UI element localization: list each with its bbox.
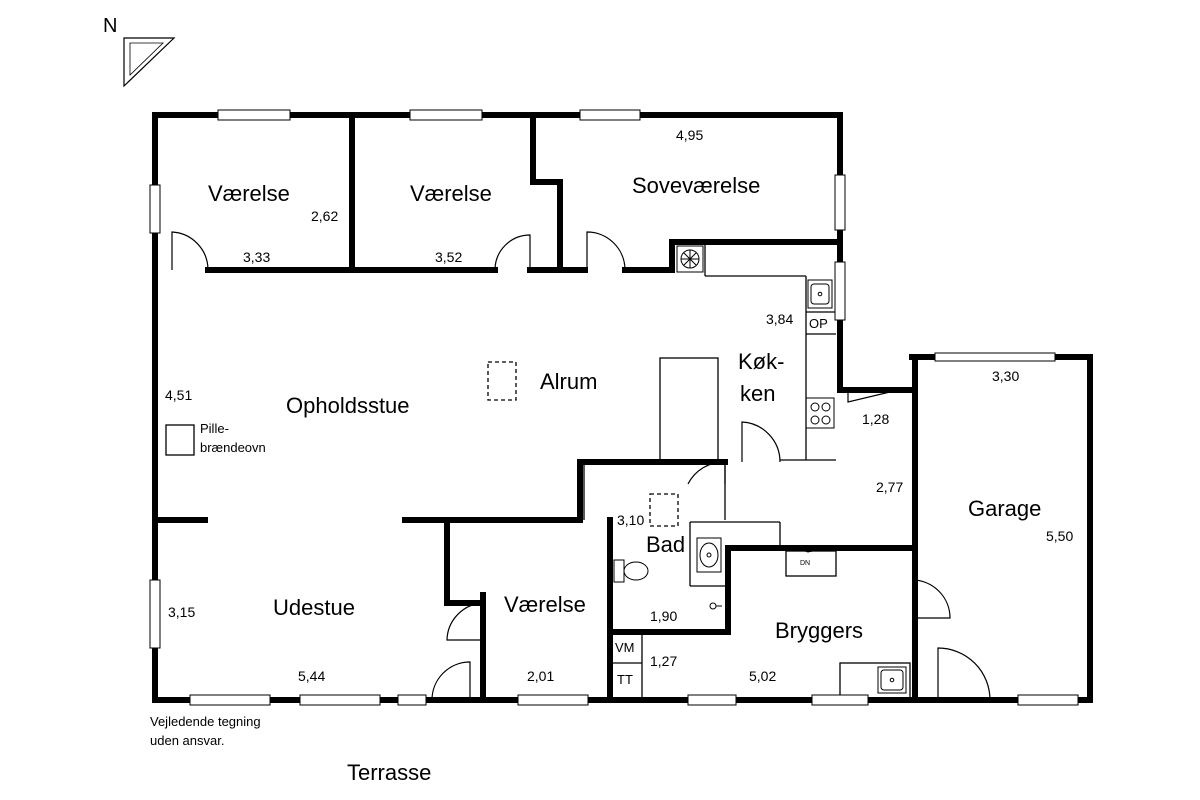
room-label-opholdsstue: Opholdsstue [286,393,410,418]
fixture-label-tt: TT [617,672,633,687]
room-label-alrum: Alrum [540,369,597,394]
fixture-label-pille-2: brændeovn [200,440,266,455]
dim-3-52: 3,52 [435,249,462,265]
room-label-garage: Garage [968,496,1041,521]
terrace-label: Terrasse [347,760,431,785]
dim-2-77: 2,77 [876,479,903,495]
bathroom-fixtures [613,537,722,610]
disclaimer-line-2: uden ansvar. [150,733,224,748]
dim-5-44: 5,44 [298,668,325,684]
disclaimer-line-1: Vejledende tegning [150,714,261,729]
dim-4-51: 4,51 [165,387,192,403]
north-label: N [103,15,117,37]
room-label-sovevaerelse: Soveværelse [632,173,760,198]
utility-fixtures [795,547,907,694]
room-label-bad: Bad [646,532,685,557]
north-arrow [123,37,176,88]
fixture-label-dn: DN [800,560,810,567]
room-label-koekken-2: ken [740,381,775,406]
dim-3-10: 3,10 [617,512,644,528]
dim-4-95: 4,95 [676,127,703,143]
room-label-vaerelse-2: Værelse [410,181,492,206]
windows [149,109,1079,706]
room-label-koekken-1: Køk- [738,349,784,374]
dim-1-27: 1,27 [650,653,677,669]
dim-2-01: 2,01 [527,668,554,684]
fixture-label-op: OP [809,316,828,331]
room-label-udestue: Udestue [273,595,355,620]
dim-5-02: 5,02 [749,668,776,684]
interior-lines [165,242,911,699]
kitchen-fixtures [676,245,835,429]
dim-3-30: 3,30 [992,368,1019,384]
dim-3-33: 3,33 [243,249,270,265]
fixture-label-pille-1: Pille- [200,421,229,436]
room-label-vaerelse-1: Værelse [208,181,290,206]
room-label-bryggers: Bryggers [775,618,863,643]
dim-3-15: 3,15 [168,604,195,620]
dim-5-50: 5,50 [1046,528,1073,544]
doors [171,231,991,701]
dim-3-84: 3,84 [766,311,793,327]
room-label-vaerelse-3: Værelse [504,592,586,617]
dim-1-28: 1,28 [862,411,889,427]
dim-2-62: 2,62 [311,208,338,224]
fixture-label-vm: VM [615,640,635,655]
dim-1-90: 1,90 [650,608,677,624]
